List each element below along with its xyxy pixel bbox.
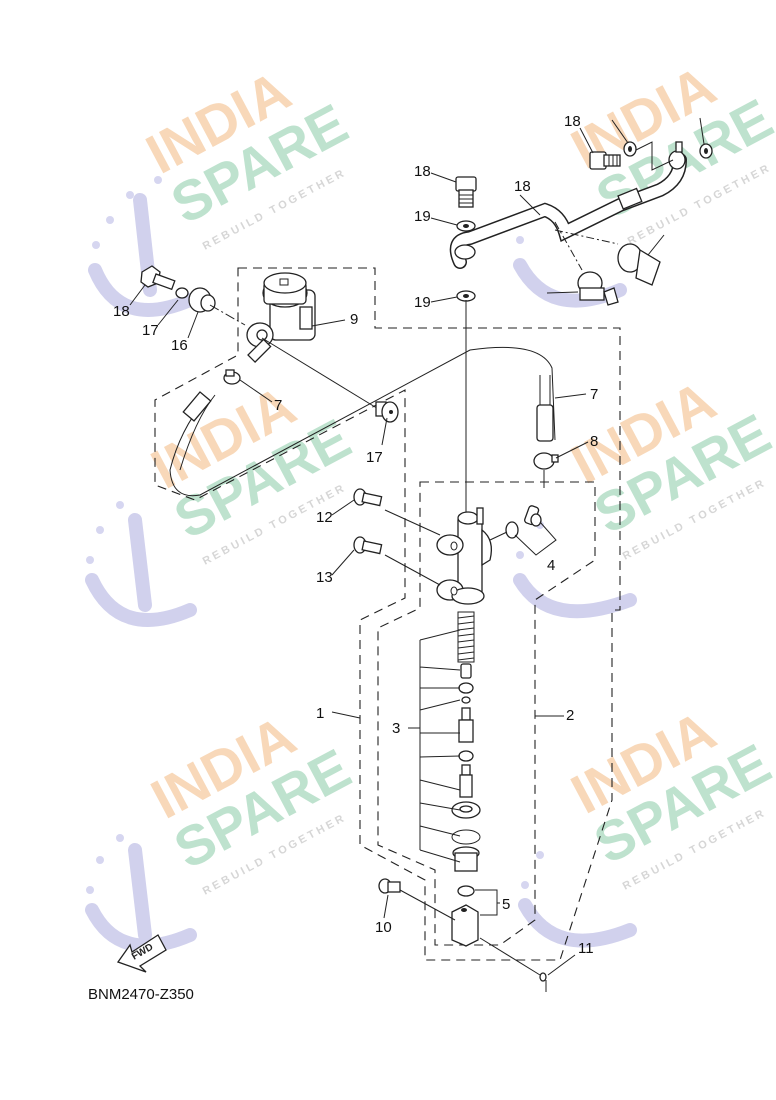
callout-labels: 18 17 16 9 7 17 7 8 12 13 4 1 2 3 5 10 1… — [113, 113, 598, 957]
watermark-top-left: INDIA SPARE REBUILD TOGETHER — [88, 58, 357, 317]
part-16-brake-pipe — [449, 141, 687, 269]
part-master-cylinder — [436, 507, 493, 605]
callout-3-bracket — [419, 629, 461, 863]
part-7-clamp-left — [223, 369, 241, 385]
callout-18-upper: 19 — [414, 208, 431, 225]
part-12-grommet — [188, 287, 216, 313]
callout-8: 9 — [350, 311, 358, 328]
callout-10: 11 — [578, 940, 594, 957]
callout-5: 5 — [502, 896, 510, 913]
callout-12: 16 — [171, 337, 188, 354]
part-11-screw-lower — [353, 536, 383, 555]
part-13-collar — [375, 401, 399, 423]
callout-17-right: 18 — [564, 113, 581, 130]
callout-11-lower: 13 — [316, 569, 333, 586]
part-9-pin — [378, 878, 401, 894]
part-17-bolt-center — [455, 176, 477, 208]
callout-6: 7 — [590, 386, 598, 403]
callout-1: 1 — [316, 705, 324, 722]
assembly-outline-1 — [154, 267, 621, 961]
part-5-clevis — [451, 885, 479, 947]
part-19-clip-upper — [617, 243, 661, 286]
part-4-fitting — [505, 505, 542, 539]
callout-3: 3 — [392, 720, 400, 737]
part-10-cotter-pin — [539, 972, 547, 992]
watermark-middle-right: INDIA SPARE REBUILD TOGETHER — [513, 368, 776, 619]
part-18-washers — [456, 141, 713, 302]
callout-7-right: 8 — [590, 433, 598, 450]
callout-17-center: 18 — [414, 163, 431, 180]
callout-15: 18 — [113, 303, 130, 320]
watermark-bottom-left: INDIA SPARE REBUILD TOGETHER — [85, 703, 360, 953]
callout-2: 2 — [566, 707, 574, 724]
part-19-clip-lower — [577, 271, 619, 306]
diagram-reference-code: BNM2470-Z350 — [88, 986, 194, 1003]
part-17-bolt-right — [589, 151, 621, 170]
callout-4: 4 — [547, 557, 555, 574]
callout-7-left: 7 — [274, 397, 282, 414]
watermark-bottom-right: INDIA SPARE REBUILD TOGETHER — [518, 698, 776, 948]
callout-16: 18 — [514, 178, 531, 195]
part-3-piston-kit — [451, 611, 481, 872]
part-14-washer — [175, 287, 189, 299]
callout-11-upper: 12 — [316, 509, 333, 526]
callout-14: 17 — [142, 322, 159, 339]
part-15-bolt — [140, 265, 176, 291]
part-7-clamp-right — [533, 452, 559, 470]
part-8-reservoir — [246, 272, 316, 363]
callout-13: 17 — [366, 449, 383, 466]
callout-18-lower: 19 — [414, 294, 431, 311]
callout-9: 10 — [375, 919, 392, 936]
part-11-screw-upper — [353, 488, 383, 507]
leader-lines — [129, 117, 705, 976]
part-6-hose — [169, 346, 556, 497]
